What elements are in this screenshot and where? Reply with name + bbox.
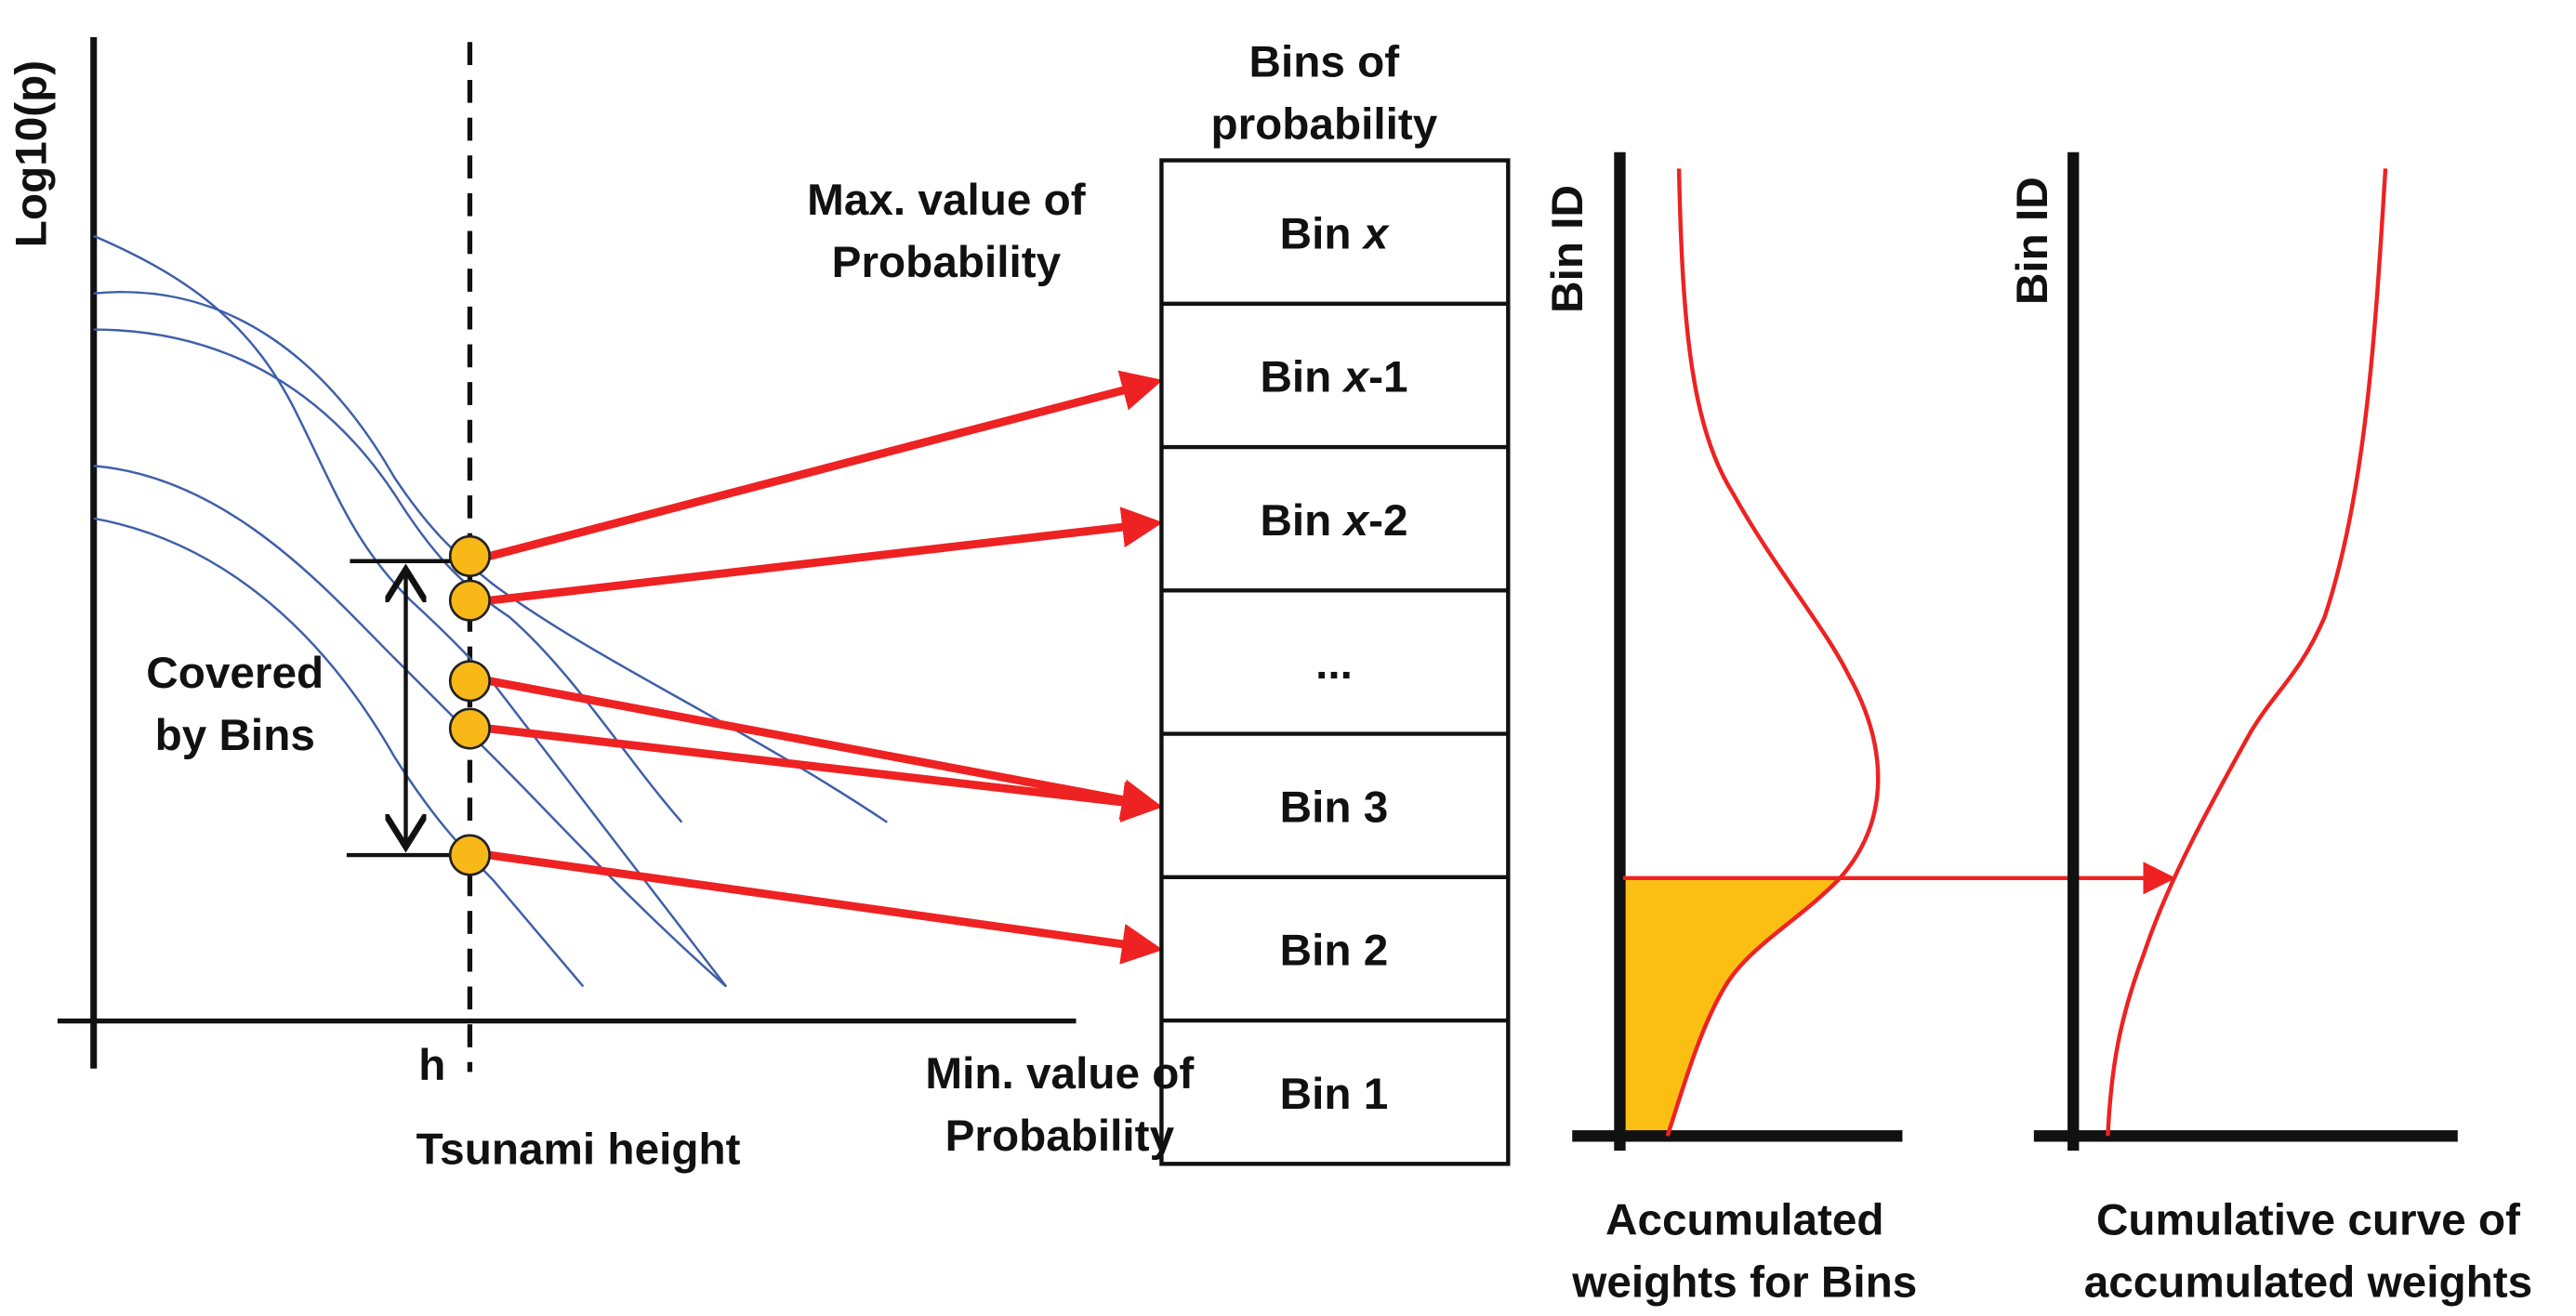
intersection-dot — [448, 579, 491, 622]
probability-arrows — [488, 370, 1164, 965]
intersection-dots — [448, 534, 491, 876]
bin-label: ... — [1315, 639, 1353, 689]
bin-id-axis-label: Bin ID — [1543, 185, 1592, 313]
max-probability-label: Max. value of — [807, 176, 1086, 225]
hazard-curves — [93, 234, 888, 988]
exceedance-plot: Log10(p) Covered by Bins h — [7, 36, 1194, 1174]
bin-label-suffix: -2 — [1368, 496, 1407, 546]
h-tick-label: h — [418, 1041, 445, 1090]
bins-title: probability — [1210, 100, 1437, 150]
arrow-to-bin-3 — [489, 724, 1164, 822]
intersection-dot — [448, 660, 491, 703]
bin-label: Bin x — [1280, 209, 1391, 258]
bin-id-axis-label: Bin ID — [2008, 177, 2057, 305]
accumulated-caption: Accumulated — [1605, 1195, 1884, 1244]
intersection-dot — [448, 534, 491, 577]
min-probability-label: Probability — [945, 1112, 1175, 1161]
bin-label-var: x — [1361, 209, 1391, 258]
arrow-to-bin-x-2 — [489, 507, 1164, 605]
bin-label-var: x — [1341, 496, 1371, 546]
bin-label: Bin x-2 — [1260, 496, 1407, 546]
bin-label-prefix: Bin 1 — [1280, 1070, 1389, 1119]
accumulated-weights-plot: Bin ID Accumulated weights for Bins — [1543, 151, 2176, 1307]
bin-label: Bin x-1 — [1260, 353, 1407, 402]
bins-box — [1159, 158, 1511, 1166]
bin-label-prefix: Bin 3 — [1280, 783, 1389, 832]
intersection-dot — [448, 834, 491, 876]
hazard-curve — [93, 328, 683, 823]
intersection-dot — [448, 707, 491, 750]
cumulative-curve-plot: Bin ID Cumulative curve of accumulated w… — [2008, 151, 2532, 1307]
cumulative-curve — [2106, 168, 2388, 1137]
bin-label: Bin 2 — [1280, 927, 1389, 976]
y-axis-label: Log10(p) — [7, 60, 56, 247]
cumulative-caption: Cumulative curve of — [2096, 1195, 2520, 1244]
arrow-to-bin-3 — [488, 677, 1164, 821]
bin-label: Bin 1 — [1280, 1070, 1389, 1119]
bin-label-prefix: Bin — [1260, 496, 1343, 546]
x-axis-label: Tsunami height — [416, 1125, 741, 1174]
bin-label-prefix: Bin — [1280, 209, 1364, 258]
arrow-to-bin-2 — [489, 850, 1164, 965]
covered-label: Covered — [146, 649, 324, 698]
hazard-curve — [93, 234, 728, 988]
bin-label-prefix: Bin — [1260, 353, 1343, 402]
bin-label-suffix: -1 — [1368, 353, 1407, 402]
bins-title: Bins of — [1249, 37, 1400, 86]
bin-label-suffix: ... — [1315, 639, 1353, 689]
arrow-to-bin-x-1 — [488, 370, 1163, 560]
bin-label-var: x — [1341, 353, 1371, 402]
min-probability-label: Min. value of — [925, 1049, 1194, 1099]
covered-label: by Bins — [155, 711, 315, 760]
bin-label: Bin 3 — [1280, 783, 1389, 832]
bin-label-prefix: Bin 2 — [1280, 927, 1389, 976]
max-probability-label: Probability — [832, 238, 1062, 287]
accumulated-caption: weights for Bins — [1571, 1257, 1917, 1307]
accumulated-area-fill — [1623, 877, 1841, 1137]
cumulative-caption: accumulated weights — [2084, 1257, 2532, 1307]
hazard-curve — [93, 291, 888, 823]
weight-distribution-curve — [1665, 168, 1881, 1137]
